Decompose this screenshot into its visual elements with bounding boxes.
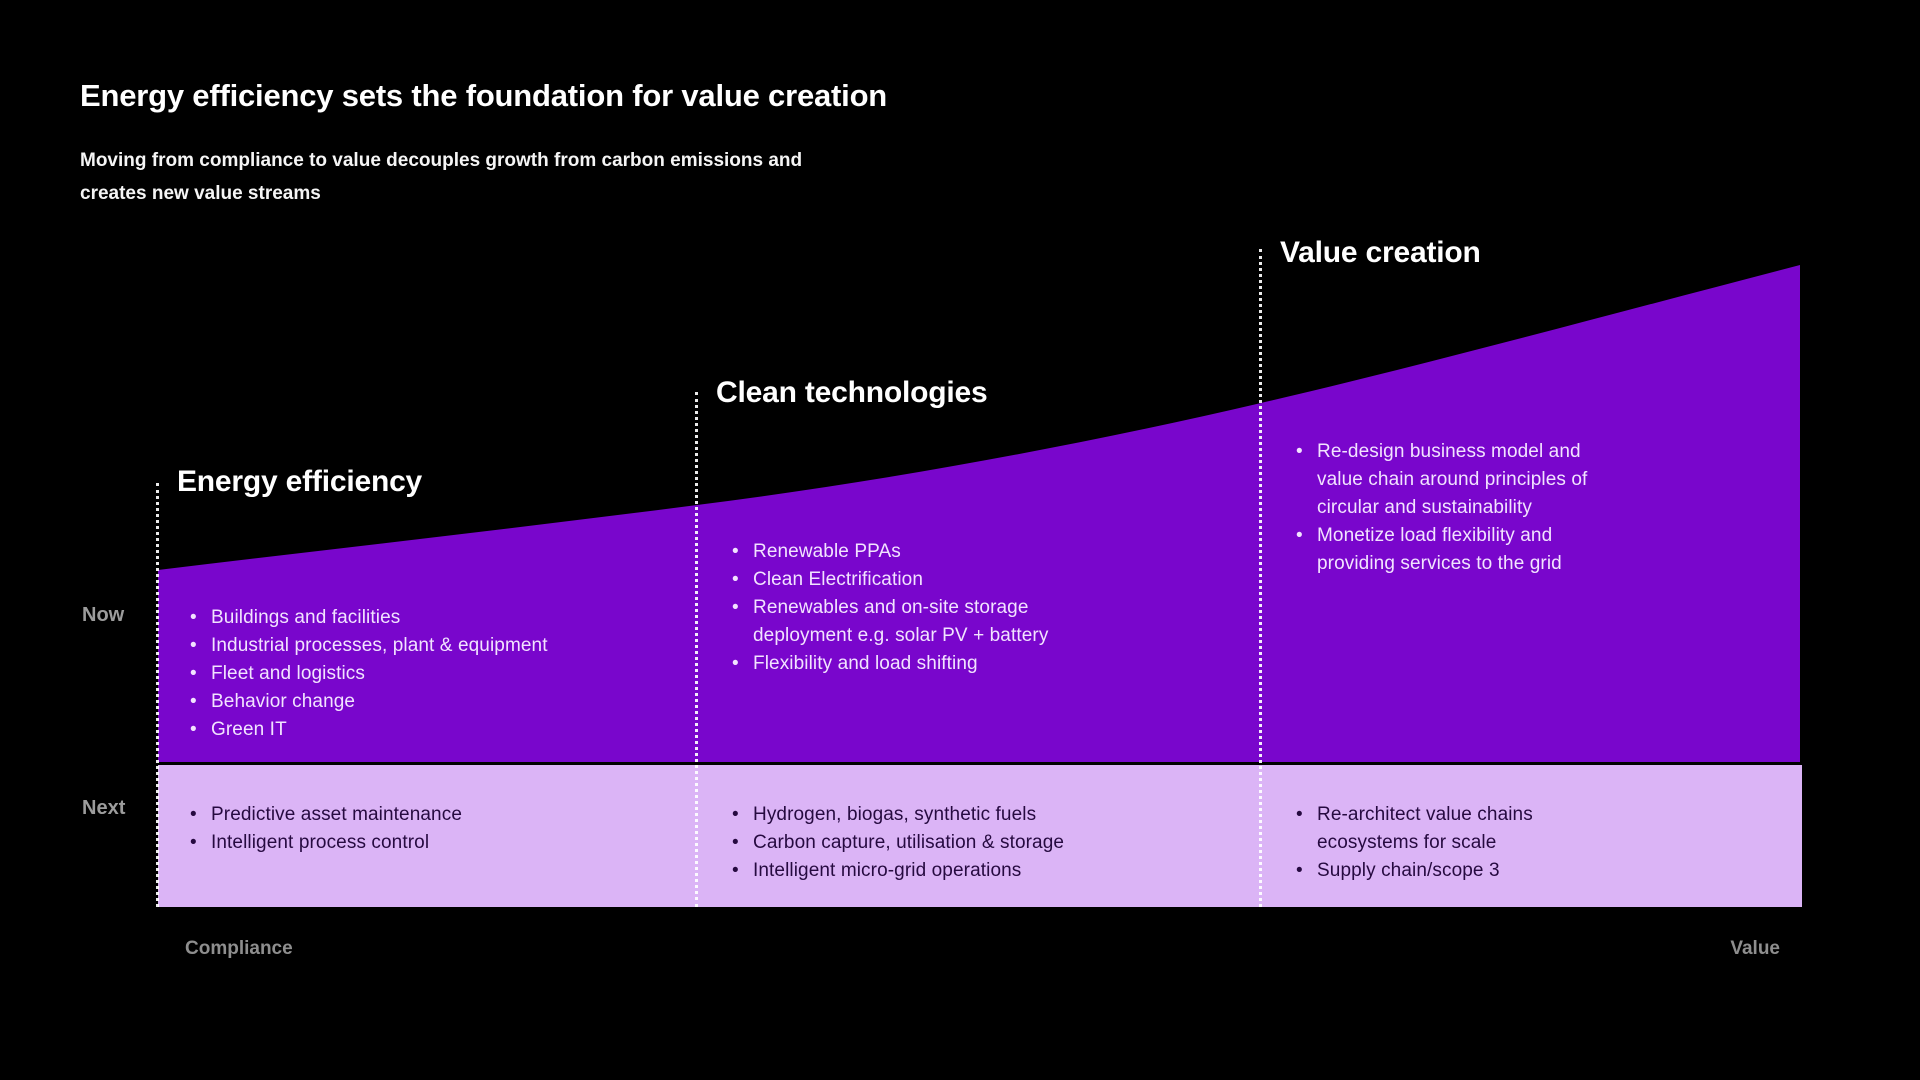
list-item: Supply chain/scope 3 <box>1290 857 1710 885</box>
list-item: Behavior change <box>184 688 624 716</box>
list-item: Flexibility and load shifting <box>726 650 1146 678</box>
page-subtitle: Moving from compliance to value decouple… <box>80 150 803 204</box>
list-item: Renewables and on-site storage deploymen… <box>726 594 1146 650</box>
stage-header-energy-efficiency: Energy efficiency <box>177 465 423 498</box>
row-label-now: Now <box>82 604 125 626</box>
list-item: Fleet and logistics <box>184 660 624 688</box>
stage-divider-3 <box>1259 249 1262 907</box>
list-item: Predictive asset maintenance <box>184 801 624 829</box>
list-item: Re-architect value chains ecosystems for… <box>1290 801 1710 857</box>
axis-label-value: Value <box>1730 938 1780 959</box>
list-item: Buildings and facilities <box>184 604 624 632</box>
next-list-value-creation: Re-architect value chains ecosystems for… <box>1290 801 1710 885</box>
list-item: Re-design business model and value chain… <box>1290 438 1710 522</box>
stage-divider-1 <box>156 483 159 907</box>
list-item: Renewable PPAs <box>726 538 1146 566</box>
list-item: Intelligent micro-grid operations <box>726 857 1166 885</box>
list-item: Green IT <box>184 716 624 744</box>
now-list-clean-technologies: Renewable PPAsClean ElectrificationRenew… <box>726 538 1146 678</box>
list-item: Monetize load flexibility and providing … <box>1290 522 1710 578</box>
next-list-clean-technologies: Hydrogen, biogas, synthetic fuelsCarbon … <box>726 801 1166 885</box>
stage-header-value-creation: Value creation <box>1280 236 1481 269</box>
list-item: Intelligent process control <box>184 829 624 857</box>
list-item: Hydrogen, biogas, synthetic fuels <box>726 801 1166 829</box>
axis-label-compliance: Compliance <box>185 938 293 959</box>
list-item: Carbon capture, utilisation & storage <box>726 829 1166 857</box>
stage-divider-2 <box>695 392 698 907</box>
next-list-energy-efficiency: Predictive asset maintenanceIntelligent … <box>184 801 624 857</box>
now-list-energy-efficiency: Buildings and facilitiesIndustrial proce… <box>184 604 624 744</box>
now-list-value-creation: Re-design business model and value chain… <box>1290 438 1710 578</box>
stage-header-clean-technologies: Clean technologies <box>716 376 988 409</box>
list-item: Clean Electrification <box>726 566 1146 594</box>
list-item: Industrial processes, plant & equipment <box>184 632 624 660</box>
row-label-next: Next <box>82 797 126 819</box>
page-title: Energy efficiency sets the foundation fo… <box>80 78 888 113</box>
